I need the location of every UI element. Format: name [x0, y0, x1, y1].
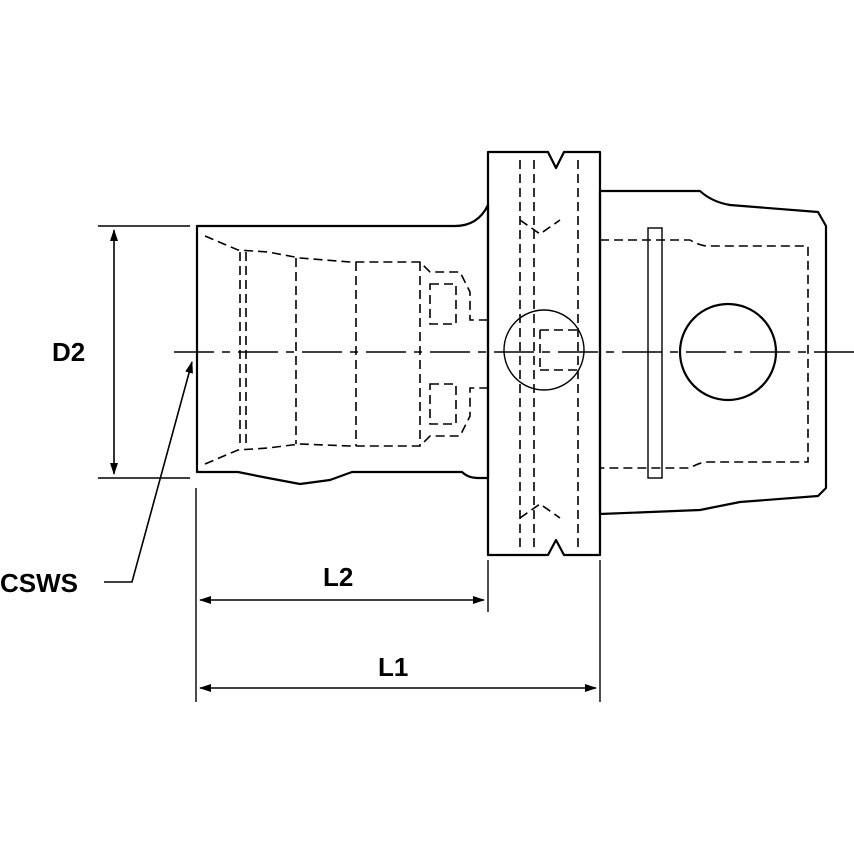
csws-label: CSWS: [0, 568, 78, 598]
rear-shank: [598, 189, 828, 516]
l2-label: L2: [323, 562, 353, 592]
l1-label: L1: [378, 652, 408, 682]
dimension-l1: L1: [199, 560, 601, 702]
drive-slot: [647, 227, 663, 479]
pocket-top: [429, 283, 457, 325]
holder-body: [195, 150, 828, 557]
pocket-bottom: [429, 383, 457, 425]
rear-bore: [600, 239, 809, 469]
hidden-features: [204, 160, 809, 548]
csws-leader: [104, 361, 193, 583]
bore-contour-top: [204, 235, 488, 321]
bore-contour-bottom: [204, 387, 488, 465]
flange: [486, 150, 602, 557]
front-shank: [195, 203, 490, 486]
flange-cross-hole: [503, 309, 585, 391]
dimension-csws: CSWS: [0, 361, 193, 598]
dimension-d2: D2: [52, 225, 190, 479]
groove-key-top: [519, 219, 561, 235]
groove-key-bottom: [519, 503, 561, 519]
cross-hole-hidden: [539, 329, 578, 371]
dimension-l2: L2: [195, 488, 489, 702]
d2-label: D2: [52, 337, 85, 367]
